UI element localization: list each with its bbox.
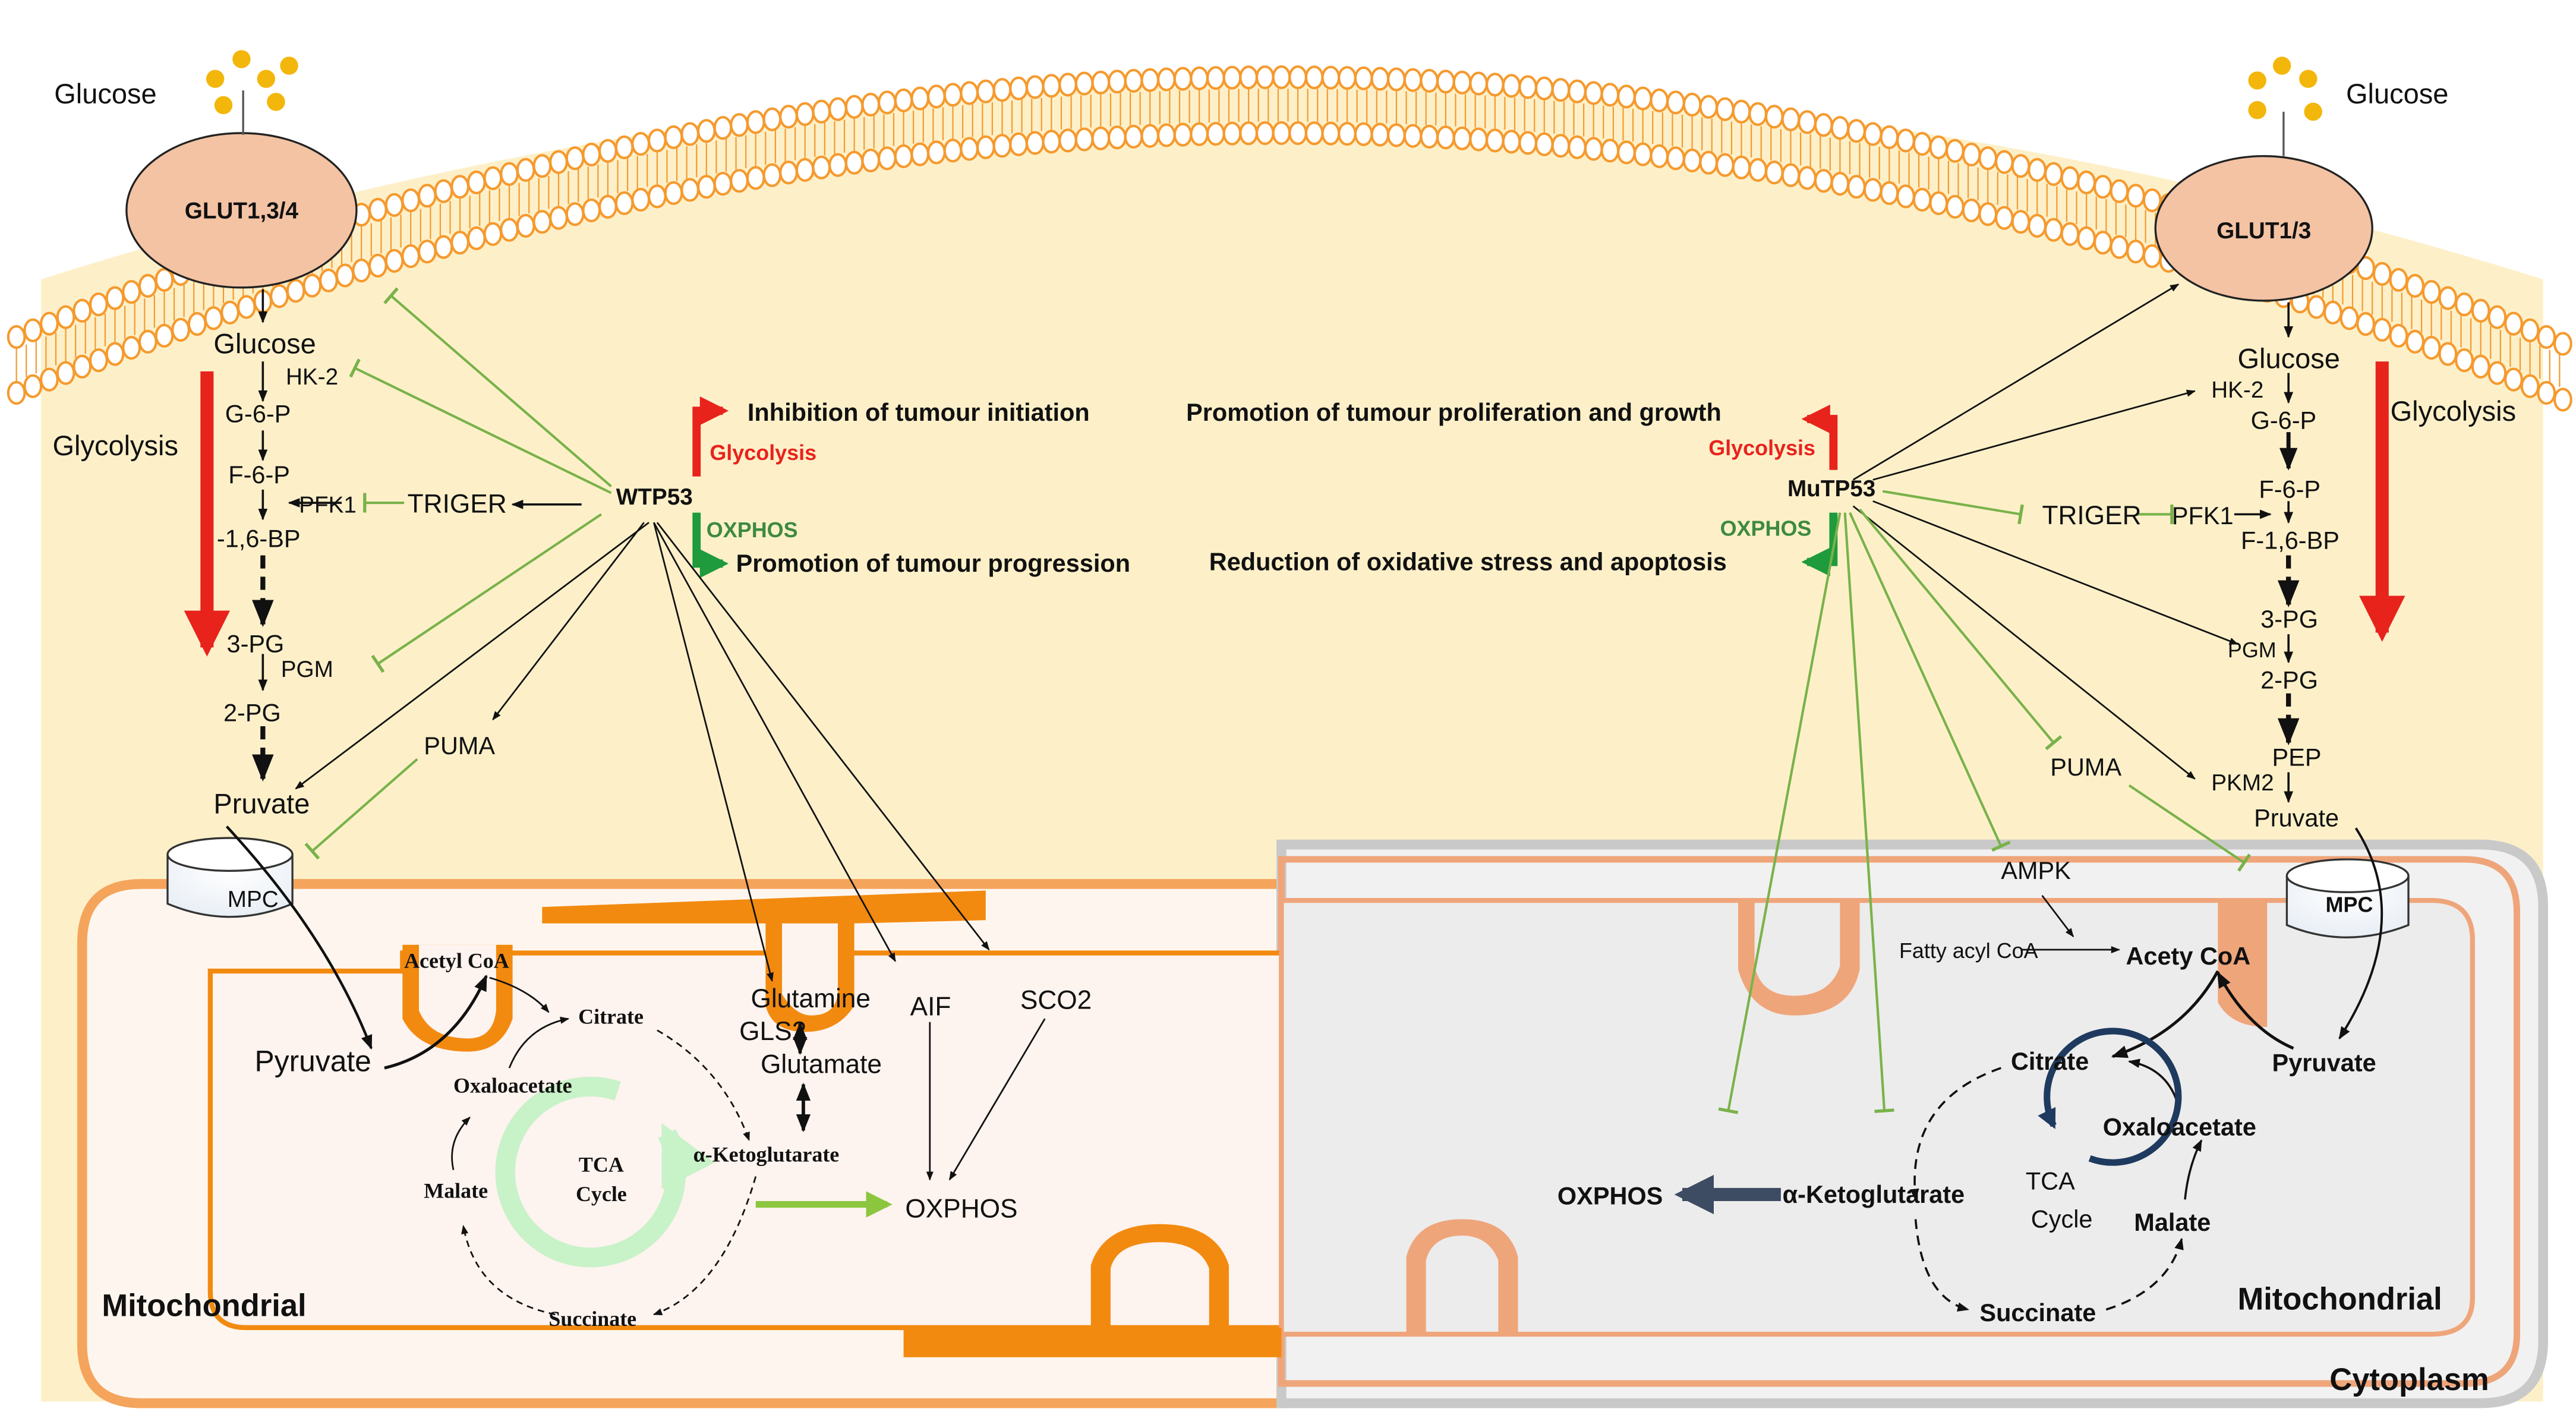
left-3pg: 3-PG (227, 630, 285, 658)
left-malate: Malate (424, 1179, 488, 1203)
right-f16bp: F-1,6-BP (2241, 526, 2339, 554)
right-alpha-kg: α-Ketoglutarate (1783, 1180, 1965, 1208)
glucose-outside-left: Glucose (54, 78, 156, 109)
right-g6p: G-6-P (2251, 407, 2317, 434)
mpc-left-label: MPC (228, 887, 279, 912)
right-fatty-acyl-coa: Fatty acyl CoA (1899, 938, 2038, 963)
wt-glycolysis-tag: Glycolysis (710, 440, 816, 465)
right-pep: PEP (2272, 743, 2322, 771)
right-malate: Malate (2134, 1208, 2211, 1236)
mu-glycolysis-tag: Glycolysis (1708, 436, 1815, 460)
left-acetyl-coa: Acetyl CoA (404, 949, 509, 972)
left-succinate: Succinate (548, 1307, 636, 1331)
tca-cycle-right-ring (2038, 1028, 2182, 1166)
left-pgm: PGM (281, 657, 333, 682)
left-puma: PUMA (424, 732, 495, 760)
left-f6p: F-6-P (228, 461, 290, 489)
wtp53-activations (295, 522, 990, 982)
left-triger: TRIGER (408, 490, 507, 519)
glut-right-label: GLUT1/3 (2216, 218, 2311, 244)
wt-top-effect: Inhibition of tumour initiation (748, 398, 1090, 426)
right-citrate: Citrate (2011, 1047, 2089, 1075)
right-mito-arrows (1909, 827, 2383, 1312)
mutp53-activations (1852, 283, 2238, 780)
left-mitochondrial: Mitochondrial (102, 1288, 306, 1324)
right-ampk: AMPK (2001, 856, 2071, 884)
left-glutamine: Glutamine (751, 984, 871, 1013)
wt-bottom-effect: Promotion of tumour progression (736, 549, 1130, 577)
cytoplasm-label: Cytoplasm (2329, 1362, 2489, 1397)
mpc-left[interactable]: MPC (166, 837, 294, 918)
wt-red-bent-arrow (692, 396, 729, 477)
right-pyruvate-mito: Pyruvate (2272, 1049, 2376, 1077)
right-pfk1: PFK1 (2172, 502, 2234, 530)
glut-left-label: GLUT1,3/4 (185, 198, 299, 224)
left-tca-line1: TCA (579, 1152, 624, 1176)
left-glucose: Glucose (213, 327, 316, 359)
mutp53-inhibitions (1718, 490, 2251, 1114)
right-triger: TRIGER (2042, 501, 2141, 530)
left-g6p: G-6-P (225, 400, 291, 428)
right-hk2: HK-2 (2211, 377, 2263, 403)
right-tca: TCA (2026, 1167, 2075, 1195)
left-glutamate: Glutamate (761, 1050, 882, 1079)
mu-green-bent-arrow (1801, 512, 1838, 576)
left-mito-arrows (225, 825, 1046, 1316)
right-2pg: 2-PG (2260, 666, 2318, 694)
mu-oxphos-tag: OXPHOS (1720, 516, 1812, 540)
glucose-molecules-left (206, 50, 298, 135)
mpc-right-label: MPC (2326, 892, 2373, 916)
left-oxphos: OXPHOS (905, 1195, 1017, 1224)
wt-green-bent-arrow (692, 512, 729, 578)
mpc-right[interactable]: MPC (2285, 858, 2410, 938)
right-glucose: Glucose (2237, 342, 2339, 374)
left-2pg: 2-PG (223, 699, 281, 727)
left-pyruvate-mito: Pyruvate (255, 1045, 371, 1078)
glycolysis-label-right: Glycolysis (2391, 395, 2517, 427)
right-f6p: F-6-P (2259, 475, 2320, 503)
glut-left-transporter[interactable]: GLUT1,3/4 (125, 132, 358, 289)
right-cycle: Cycle (2031, 1205, 2093, 1233)
left-f16bp: -1,6-BP (217, 525, 301, 553)
right-acety-coa: Acety CoA (2126, 942, 2250, 970)
mu-bottom-effect: Reduction of oxidative stress and apopto… (1209, 547, 1727, 575)
left-pyruvate: Pruvate (213, 788, 310, 820)
wtp53-inhibitions (304, 287, 612, 860)
left-aif: AIF (910, 992, 951, 1022)
left-hk2: HK-2 (286, 364, 338, 390)
left-gls2: GLS2 (739, 1017, 806, 1046)
right-oxphos: OXPHOS (1557, 1182, 1663, 1210)
left-tca-line2: Cycle (576, 1182, 627, 1206)
left-oxaloacetate: Oxaloacetate (453, 1074, 572, 1098)
left-citrate: Citrate (578, 1004, 644, 1028)
right-pyruvate: Pruvate (2254, 804, 2339, 832)
left-pfk1: PFK1 (299, 493, 357, 518)
tca-cycle-left-ring (495, 1076, 715, 1268)
mu-red-bent-arrow (1801, 404, 1838, 470)
left-sco2: SCO2 (1020, 986, 1092, 1015)
right-pgm: PGM (2228, 638, 2277, 662)
wt-oxphos-tag: OXPHOS (707, 518, 798, 542)
right-succinate: Succinate (1979, 1299, 2096, 1326)
glut-right-transporter[interactable]: GLUT1/3 (2154, 155, 2373, 302)
right-puma: PUMA (2050, 753, 2121, 781)
mu-top-effect: Promotion of tumour proliferation and gr… (1186, 398, 1721, 426)
glucose-molecules-right (2248, 56, 2322, 156)
right-3pg: 3-PG (2260, 605, 2318, 633)
wtp53-node[interactable]: WTP53 (616, 484, 693, 510)
right-pkm2: PKM2 (2211, 770, 2274, 796)
glycolysis-label-left: Glycolysis (52, 430, 178, 461)
glucose-outside-right: Glucose (2346, 78, 2448, 109)
right-oxaloacetate: Oxaloacetate (2103, 1113, 2256, 1140)
right-mitochondrial: Mitochondrial (2237, 1282, 2442, 1317)
left-glycolysis-arrows (252, 289, 582, 782)
mutp53-node[interactable]: MuTP53 (1787, 476, 1875, 502)
right-glycolysis-arrows (2234, 302, 2300, 803)
left-alpha-kg: α-Ketoglutarate (693, 1143, 840, 1167)
